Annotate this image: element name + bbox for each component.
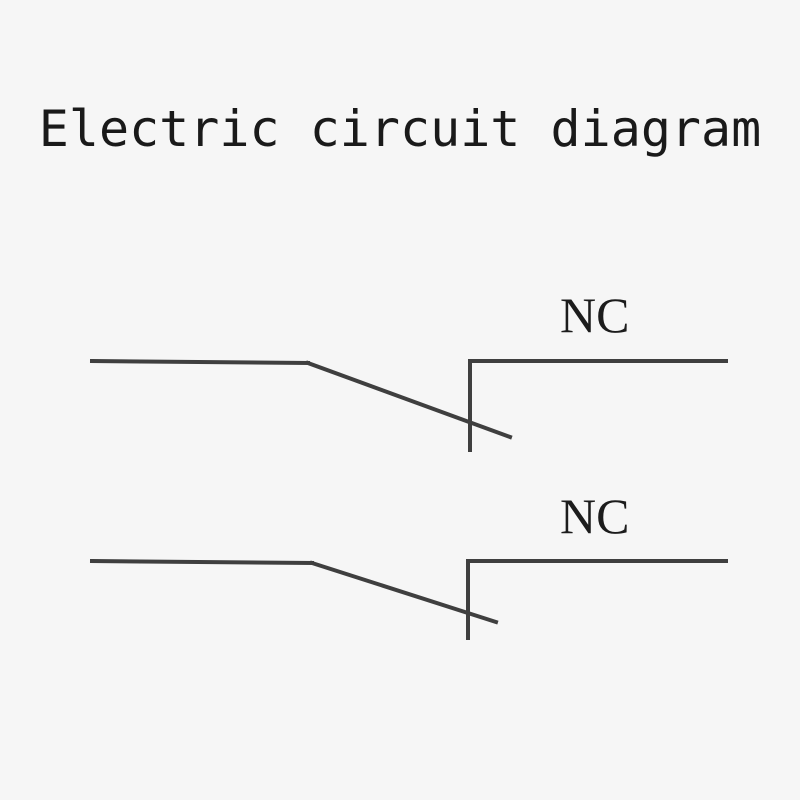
nc-switch-2: NC [89, 488, 728, 640]
switch-blade-1 [305, 360, 513, 440]
input-wire-2 [89, 558, 315, 566]
diagram-title: Electric circuit diagram [38, 100, 762, 158]
input-wire-1 [89, 358, 311, 366]
nc-label-1: NC [560, 287, 629, 343]
nc-switch-1: NC [89, 287, 728, 452]
nc-label-2: NC [560, 488, 629, 544]
switch-blade-2 [309, 560, 499, 625]
